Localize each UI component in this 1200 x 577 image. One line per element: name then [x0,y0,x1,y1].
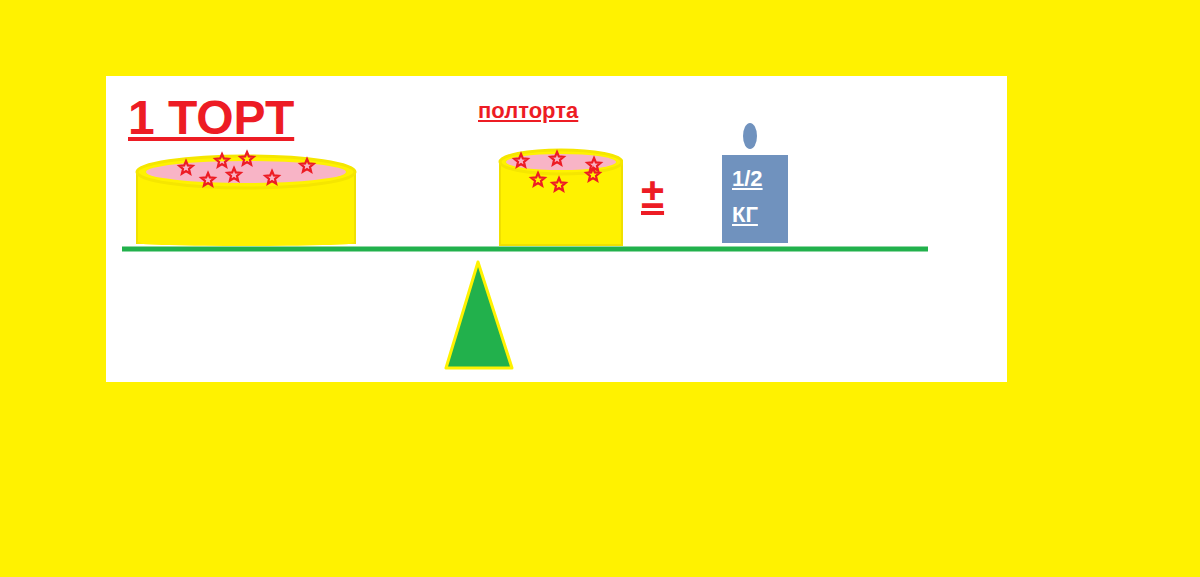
weight-knob [743,123,757,149]
star [531,173,544,186]
star [201,173,214,186]
cake-title: 1 ТОРТ [128,90,294,145]
scale-beam [122,247,928,252]
stars [179,152,600,191]
star [215,154,228,167]
star [265,171,278,184]
star [227,168,240,181]
star [300,159,313,172]
whole-cake [137,156,355,246]
star [586,168,599,181]
white-panel [106,76,1007,382]
half-cake [500,150,637,246]
star [552,178,565,191]
star [514,154,527,167]
weight: 1/2 КГ [722,155,788,243]
half-cake-title: полторта [478,98,578,124]
plus-minus-sign: ± [641,170,664,218]
star [240,152,253,165]
star [179,161,192,174]
fulcrum [446,262,512,368]
star [550,152,563,165]
weight-label: 1/2 КГ [732,161,782,233]
